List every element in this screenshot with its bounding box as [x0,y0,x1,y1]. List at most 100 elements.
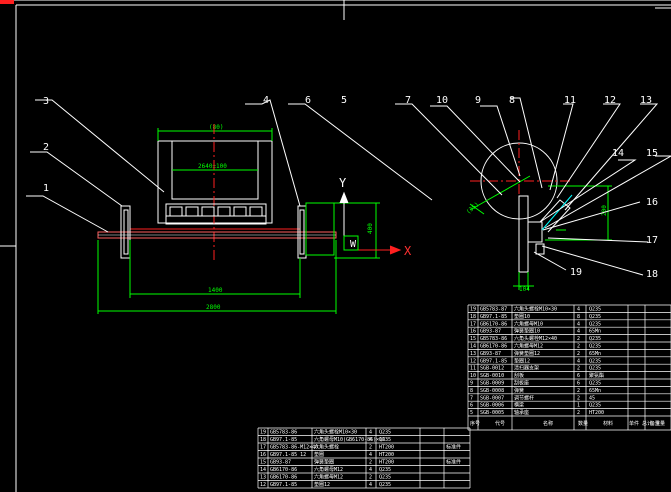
table-cell: 1 [577,403,580,409]
table-cell: 2 [369,475,372,481]
table-cell: 六角头螺栓M12×40 [514,335,557,342]
table-cell: 弹簧垫圈10 [514,328,540,335]
table-cell: 15 [260,460,266,466]
table-cell: 8 [577,314,580,320]
axis-y-label: Y [339,176,347,190]
table-cell: 2 [577,395,580,401]
table-cell: 清扫器支架 [514,365,539,372]
table-header: 名称 [543,420,553,427]
table-cell: GB5783-86-M12×40 [270,445,318,451]
callout-7: 7 [405,95,411,106]
table-cell: 4 [369,437,372,443]
callout-15: 15 [646,148,658,159]
ucs-axes [339,191,402,255]
table-cell: Q235 [589,358,601,364]
table-cell: 标准件 [446,459,461,466]
table-cell: 65Mn [589,388,601,394]
table-cell: Q235 [589,344,601,350]
table-cell: HT200 [379,452,394,458]
table-cell: GB97.1-85 [480,358,507,364]
table-cell: 12 [470,358,476,364]
table-cell: 弹簧 [514,387,524,394]
table-cell: GB93-87 [270,460,291,466]
table-cell: 4 [577,307,580,313]
table-cell: GB5783-86 [480,336,507,342]
table-cell: 2 [369,445,372,451]
table-cell: 调节螺杆 [514,394,534,401]
callout-13: 13 [640,95,652,106]
table-cell: Q235 [379,482,391,488]
table-cell: 2 [577,410,580,416]
table-cell: 9 [470,381,473,387]
table-cell: 14 [260,467,266,473]
table-cell: 刮板座 [514,380,529,387]
table-cell: GB6170-86 [270,467,297,473]
table-cell: Q235 [589,321,601,327]
dim-top-width [157,128,273,141]
table-cell: SGB-0009 [480,381,504,387]
callout-labels: 3 2 1 4 6 5 7 10 9 8 11 12 13 14 15 16 1… [43,95,658,280]
table-cell: Q235 [589,366,601,372]
callout-10: 10 [436,95,448,106]
table-cell: 6 [470,403,473,409]
callout-19: 19 [570,267,582,278]
left-bracket [120,205,131,259]
table-cell: 六角螺母M12 [314,466,343,473]
callout-11: 11 [564,95,576,106]
table-cell: 2 [577,336,580,342]
axis-x-label: X [404,244,412,258]
table-cell: 18 [470,314,476,320]
frame-box [157,140,273,224]
table-cell: 横梁 [514,402,524,409]
table-cell: GB97.1-85 [480,314,507,320]
table-cell: 六角头螺栓 [314,444,339,451]
table-cell: GB97.1-85 [270,437,297,443]
table-cell: HT200 [379,445,394,451]
table-cell: Q235 [589,403,601,409]
table-cell: 六角头螺栓M10×30 [514,306,557,313]
table-cell: 4 [369,467,372,473]
dim-bottom [97,240,337,314]
table-cell: 16 [260,452,266,458]
table-header: 备注 [650,420,660,427]
table-cell: 17 [470,321,476,327]
dim-inner-width-label: 2640±100 [198,163,227,170]
callout-16: 16 [646,197,658,208]
table-cell: 垫圈10 [514,313,530,320]
table-cell: HT200 [379,460,394,466]
dim-mid-width-label: 1400 [208,287,223,294]
table-cell: GB97.1-85 12 [270,452,306,458]
table-header: 序号 [470,420,480,427]
callout-17: 17 [646,235,658,246]
table-cell: 弹簧垫圈12 [514,350,540,357]
table-header: 代号 [495,420,505,427]
table-cell: 4 [369,482,372,488]
table-cell: 10 [470,373,476,379]
table-cell: 2 [577,344,580,350]
table-cell: GB6170-86 [480,321,507,327]
table-cell: Q235 [379,430,391,436]
table-cell: 4 [577,321,580,327]
table-cell: Q235 [589,314,601,320]
table-cell: 刮板 [514,372,524,379]
leader-lines-front [26,99,433,233]
table-cell: 六角螺母M10(GB6170-86)×16 [314,436,385,443]
table-cell: SGB-0007 [480,395,504,401]
right-bracket [297,202,335,259]
table-cell: 65Mn [589,351,601,357]
table-cell: GB5783-86 [270,430,297,436]
callout-8: 8 [509,95,515,106]
table-cell: 15 [470,336,476,342]
dim-overall-width-label: 2800 [206,304,221,311]
table-cell: SGB-0006 [480,403,504,409]
callout-6: 6 [305,95,311,106]
table-cell: 6 [577,373,580,379]
table-cell: HT200 [589,410,604,416]
dim-right-small-label: (35) [465,201,481,216]
callout-12: 12 [604,95,616,106]
callout-1: 1 [43,183,49,194]
table-cell: 65Mn [589,329,601,335]
dim-right-height-label: 200 [601,205,608,216]
dim-right-base-label: 104 [519,286,530,293]
